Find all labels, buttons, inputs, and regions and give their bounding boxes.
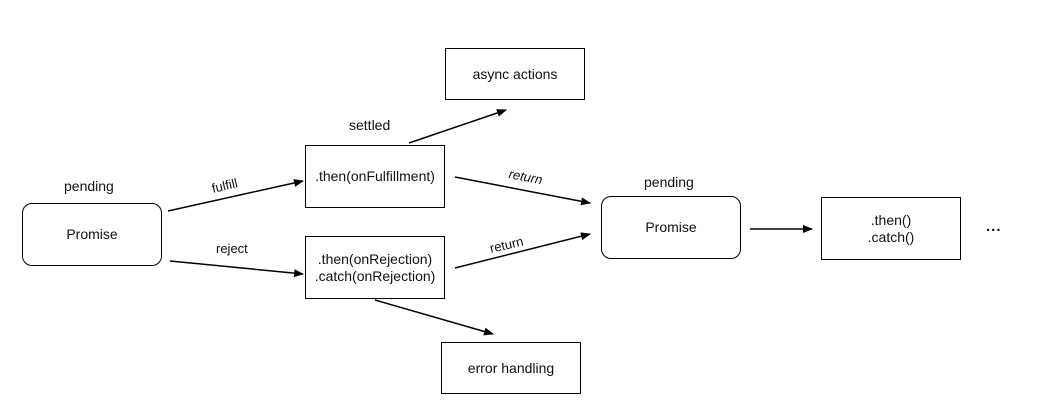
reject-label: reject xyxy=(216,241,248,256)
then-fulfillment-node: .then(onFulfillment) xyxy=(305,145,445,208)
promise-next-node: Promise xyxy=(601,196,741,259)
return-bottom-arrow xyxy=(454,232,591,269)
settled-caption: settled xyxy=(349,117,391,133)
promise-next-text: Promise xyxy=(645,219,697,235)
error-handling-arrow xyxy=(374,299,494,336)
reject-arrow xyxy=(169,260,304,278)
promise-start-node: Promise xyxy=(22,203,162,266)
pending-caption-start: pending xyxy=(64,178,114,194)
then-rejection-text: .then(onRejection) xyxy=(317,250,433,267)
async-actions-node: async actions xyxy=(445,48,585,100)
fulfill-arrow xyxy=(167,179,304,212)
error-handling-node: error handling xyxy=(441,342,581,394)
then-rejection-node: .then(onRejection) .catch(onRejection) xyxy=(305,236,445,299)
then-text: .then() xyxy=(870,211,912,228)
pending-caption-next: pending xyxy=(644,174,694,190)
then-fulfillment-text: .then(onFulfillment) xyxy=(315,168,435,184)
catch-text: .catch() xyxy=(867,228,915,245)
promise-start-text: Promise xyxy=(66,226,118,242)
async-actions-arrow xyxy=(408,109,507,144)
catch-rejection-text: .catch(onRejection) xyxy=(314,267,436,284)
return-top-arrow xyxy=(454,176,591,206)
async-actions-text: async actions xyxy=(472,65,558,82)
then-catch-node: .then() .catch() xyxy=(821,197,961,260)
continuation-ellipsis: ... xyxy=(986,218,1002,235)
error-handling-text: error handling xyxy=(467,359,555,376)
